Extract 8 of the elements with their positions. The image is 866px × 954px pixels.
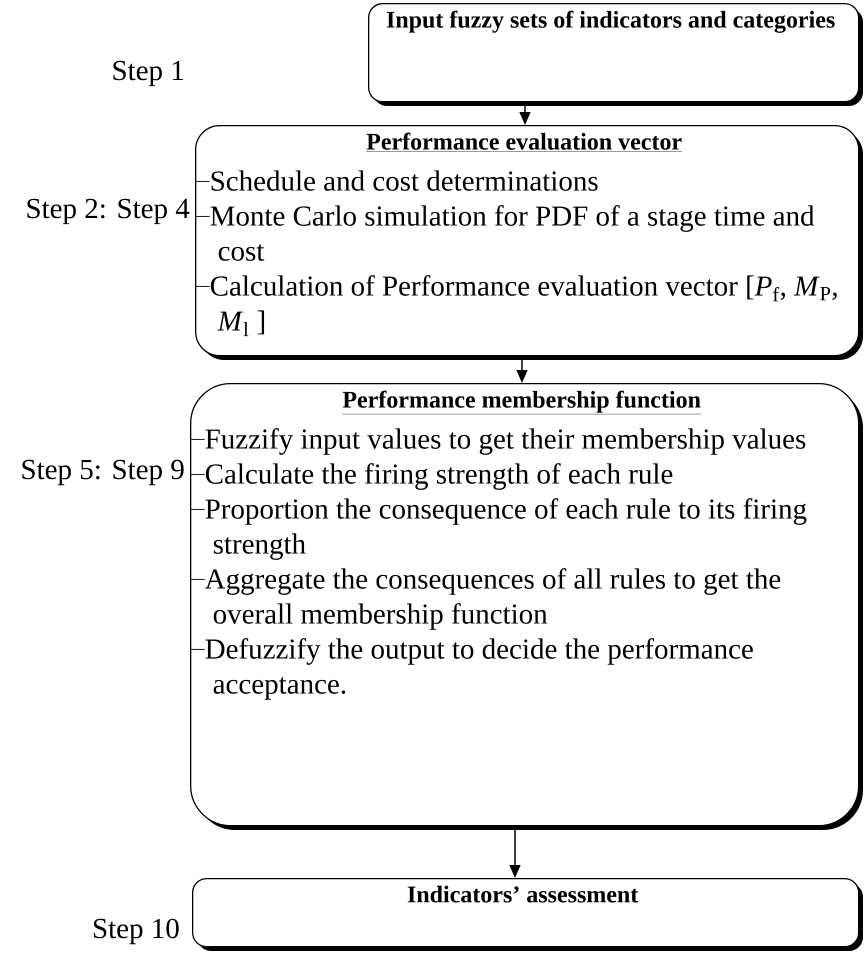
step-label: Step 2: Step 4 <box>27 198 190 224</box>
process-box: Performance evaluation vector Schedule and cost determinations Monte Carlo simulation for PDF of a stage time and cost Calculation of Performance evaluation vector [P$_{f}$, M$_{P}$, M$_{l}$ ] <box>195 125 863 360</box>
process-box: Input fuzzy sets of indicators and categories <box>368 3 863 106</box>
process-box: Performance membership function Fuzzify input values to get their membership values Calculate the firing strength of each rule Proportion the consequence of each rule to its firing strength Aggregate the consequences of all rules to get the overall membership function Defuzzify the output to decide the performance acceptance. <box>190 383 863 830</box>
process-box: Indicators’ assessment <box>192 878 863 951</box>
step-label: Step 1 <box>113 60 184 86</box>
step-label: Step 5: Step 9 <box>22 460 184 486</box>
step-label: Step 10 <box>94 918 179 944</box>
